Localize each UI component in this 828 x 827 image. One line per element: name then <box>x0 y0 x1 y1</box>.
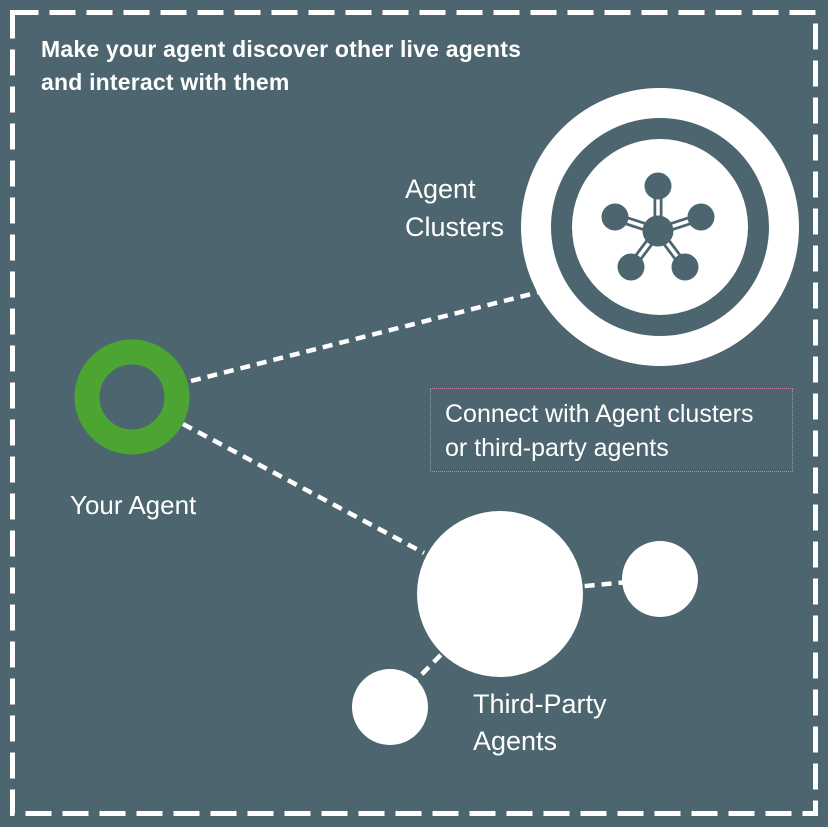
third-party-agents-icon <box>352 511 698 745</box>
agent-clusters-icon <box>521 88 799 366</box>
hub-network-icon <box>601 172 715 281</box>
third-party-small-circle-topright <box>622 541 698 617</box>
connect-note-text: Connect with Agent clusters or third-par… <box>445 400 754 462</box>
connector-your-agent-to-clusters <box>190 287 548 384</box>
clusters-outer-ring <box>521 88 799 366</box>
connect-note-box: Connect with Agent clusters or third-par… <box>430 388 793 472</box>
your-agent-icon <box>74 339 190 455</box>
agent-clusters-label: Agent Clusters <box>405 174 505 242</box>
third-party-big-circle <box>417 511 583 677</box>
third-party-agents-label: Third-Party Agents <box>473 689 607 756</box>
diagram-title: Make your agent discover other live agen… <box>41 36 522 95</box>
outer-dashed-border <box>10 10 818 816</box>
your-agent-label: Your Agent <box>70 490 197 520</box>
third-party-small-circle-bottomleft <box>352 669 428 745</box>
connector-your-agent-to-third-party <box>181 422 426 555</box>
